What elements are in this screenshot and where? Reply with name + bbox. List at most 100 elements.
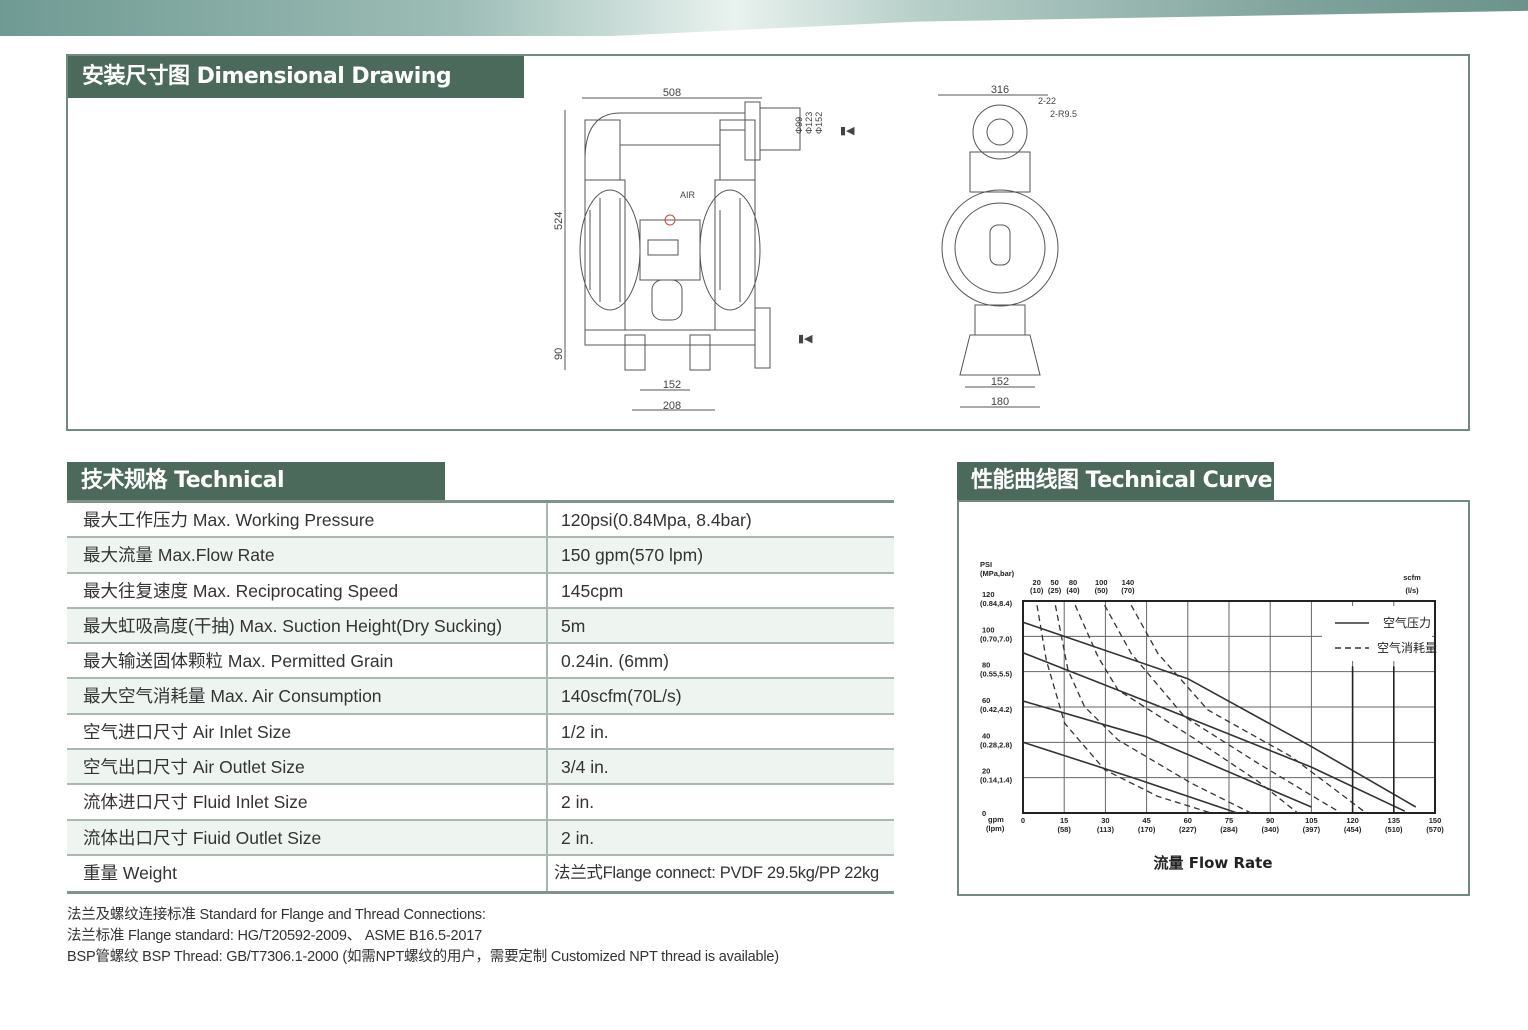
air-unit: scfm <box>1403 573 1421 582</box>
x-tick-label: 90 <box>1266 816 1274 825</box>
air-consumption-line <box>1104 604 1342 814</box>
x-tick-label: 150 <box>1429 816 1442 825</box>
dim-foot-outer: 208 <box>663 400 681 412</box>
spec-value: 140scfm(70L/s) <box>561 686 682 707</box>
air-consumption-line <box>1130 604 1367 814</box>
spec-value: 145cpm <box>561 580 624 601</box>
x-tick-label-lpm: (113) <box>1097 825 1115 834</box>
front-view: 508 Φ99 Φ123 Φ152 ▮◀ AIR ▮◀ 524 90 152 2… <box>553 87 855 412</box>
spec-value: 2 in. <box>561 827 595 848</box>
air-tick-label-ls: (40) <box>1066 586 1080 595</box>
air-pressure-line <box>1022 700 1312 808</box>
spec-label: 最大流量 Max.Flow Rate <box>67 538 548 572</box>
air-tick-label-ls: (25) <box>1048 586 1062 595</box>
x-tick-label-lpm: (170) <box>1138 825 1156 834</box>
spec-row: 空气出口尺寸 Air Outlet Size 3/4 in. <box>67 750 894 786</box>
x-tick-label-lpm: (454) <box>1344 825 1362 834</box>
spec-label: 空气进口尺寸 Air Inlet Size <box>67 714 548 749</box>
air-consumption-line <box>1074 604 1299 814</box>
side-view: 316 2-22 2-R9.5 152 180 <box>938 84 1077 408</box>
y-tick-label: 120 <box>982 590 995 599</box>
x-tick-label: 45 <box>1142 816 1150 825</box>
x-tick-label: 105 <box>1305 816 1318 825</box>
plot-frame <box>1022 600 1436 814</box>
x-axis-title: 流量 Flow Rate <box>1153 854 1272 872</box>
y-tick-label: 80 <box>982 661 990 670</box>
dimensional-drawing-panel <box>66 54 1470 431</box>
technical-curve-panel <box>957 500 1470 896</box>
specs-title: 技术规格 Technical Specifications <box>67 462 445 531</box>
x-tick-label-lpm: (340) <box>1261 825 1279 834</box>
air-tick-label-ls: (50) <box>1095 586 1109 595</box>
air-inlet-label: AIR <box>680 190 696 200</box>
air-tick-label: 20 <box>1033 578 1041 587</box>
air-consumption-line <box>1036 605 1212 814</box>
spec-value: 1/2 in. <box>561 721 609 742</box>
x-tick-label: 120 <box>1346 816 1359 825</box>
x-tick-label: 60 <box>1184 816 1192 825</box>
air-unit-sub: (l/s) <box>1405 586 1419 595</box>
spec-value: 150 gpm(570 lpm) <box>561 545 704 566</box>
inlet-arrow-icon: ▮◀ <box>798 333 813 345</box>
dim-side-outer: 180 <box>991 396 1009 408</box>
air-tick-label: 140 <box>1122 578 1135 587</box>
dim-d1: Φ99 <box>794 117 804 134</box>
legend-dashed-label: 空气消耗量 <box>1377 640 1437 655</box>
x-tick-label-lpm: (570) <box>1426 825 1444 834</box>
outlet-arrow-icon: ▮◀ <box>840 125 855 137</box>
pump-dimensional-drawing: 508 Φ99 Φ123 Φ152 ▮◀ AIR ▮◀ 524 90 152 2… <box>553 84 1077 412</box>
x-unit-sub: (lpm) <box>986 824 1005 833</box>
spec-row: 空气进口尺寸 Air Inlet Size 1/2 in. <box>67 714 894 751</box>
x-tick-label: 30 <box>1101 816 1109 825</box>
air-tick-label: 100 <box>1095 578 1108 587</box>
note-line: BSP管螺纹 BSP Thread: GB/T7306.1-2000 (如需NP… <box>67 949 779 965</box>
note-line: 法兰标准 Flange standard: HG/T20592-2009、 AS… <box>67 928 482 944</box>
dim-d3: Φ152 <box>814 112 824 134</box>
x-tick-label-lpm: (58) <box>1058 825 1072 834</box>
dim-holes: 2-22 <box>1038 96 1056 106</box>
note-line: 法兰及螺纹连接标准 Standard for Flange and Thread… <box>67 907 486 923</box>
spec-row: 最大流量 Max.Flow Rate 150 gpm(570 lpm) <box>67 538 894 574</box>
air-tick-label: 80 <box>1069 578 1077 587</box>
x-tick-label-lpm: (284) <box>1220 825 1238 834</box>
air-pressure-line <box>1022 621 1417 808</box>
dim-side-width: 316 <box>991 84 1009 96</box>
x-unit: gpm <box>988 815 1004 824</box>
x-tick-label-lpm: (397) <box>1303 825 1321 834</box>
top-banner <box>0 0 1528 36</box>
y-tick-label-mpa: (0.14,1.4) <box>980 776 1013 785</box>
spec-label: 流体进口尺寸 Fluid Inlet Size <box>67 785 548 819</box>
standards-notes: 法兰及螺纹连接标准 Standard for Flange and Thread… <box>67 905 779 968</box>
y-tick-label-mpa: (0.28,2.8) <box>980 740 1013 749</box>
spec-label: 最大往复速度 Max. Reciprocating Speed <box>67 573 548 607</box>
x-tick-label: 135 <box>1388 816 1401 825</box>
y-tick-label-mpa: (0.70,7.0) <box>980 634 1013 643</box>
y-tick-label-mpa: (0.55,5.5) <box>980 670 1013 679</box>
spec-value: 3/4 in. <box>561 757 609 778</box>
legend-solid-label: 空气压力 <box>1383 615 1431 630</box>
spec-label: 最大工作压力 Max. Working Pressure <box>67 503 548 537</box>
curve-title: 性能曲线图 Technical Curve <box>957 462 1274 500</box>
air-consumption-line <box>1054 605 1252 814</box>
dim-side-inner: 152 <box>991 376 1009 388</box>
air-pressure-line <box>1022 741 1238 814</box>
dim-d2: Φ123 <box>804 112 814 134</box>
y-tick-label: 0 <box>982 809 986 818</box>
x-tick-label-lpm: (227) <box>1179 825 1197 834</box>
x-tick-label: 75 <box>1225 816 1233 825</box>
y-unit-sub: (MPa,bar) <box>980 569 1015 578</box>
x-tick-label: 15 <box>1060 816 1068 825</box>
spec-label: 空气出口尺寸 Air Outlet Size <box>67 750 548 784</box>
dim-base: 90 <box>553 348 565 360</box>
spec-row: 最大往复速度 Max. Reciprocating Speed 145cpm <box>67 573 894 609</box>
dim-foot-inner: 152 <box>663 379 681 391</box>
dim-radius: 2-R9.5 <box>1050 109 1077 119</box>
spec-value: 0.24in. (6mm) <box>561 651 669 672</box>
dim-width: 508 <box>663 87 681 99</box>
